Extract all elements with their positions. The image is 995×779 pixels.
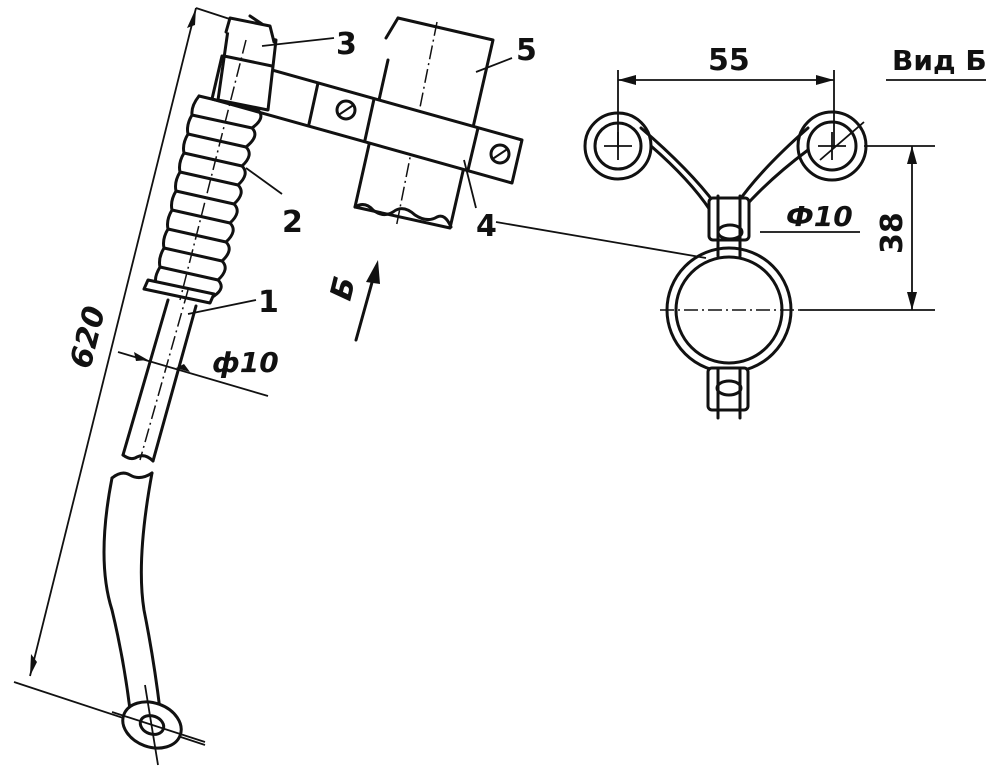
view-title: Вид Б: [892, 44, 987, 77]
view-b-clamp: [495, 70, 986, 420]
loop-diameter-label: Ф10: [786, 200, 853, 233]
rod-assembly: [13, 7, 524, 766]
callout-4: 4: [476, 209, 497, 244]
rod: [102, 289, 206, 766]
callout-3: 3: [336, 27, 357, 62]
callout-5: 5: [516, 33, 537, 68]
length-dimension-label: 620: [64, 303, 113, 372]
clamp-strap: [210, 54, 524, 185]
width-dimension-label: 55: [708, 43, 750, 78]
spring: [142, 39, 263, 305]
rod-diameter-dimension: [117, 351, 269, 397]
nut: [216, 14, 278, 112]
rod-diameter-label: ф10: [212, 346, 279, 379]
view-arrow: [354, 260, 380, 342]
callout-2: 2: [282, 205, 303, 240]
callout-1: 1: [258, 285, 279, 320]
height-dimension-label: 38: [875, 212, 910, 254]
view-arrow-label: Б: [324, 273, 363, 304]
